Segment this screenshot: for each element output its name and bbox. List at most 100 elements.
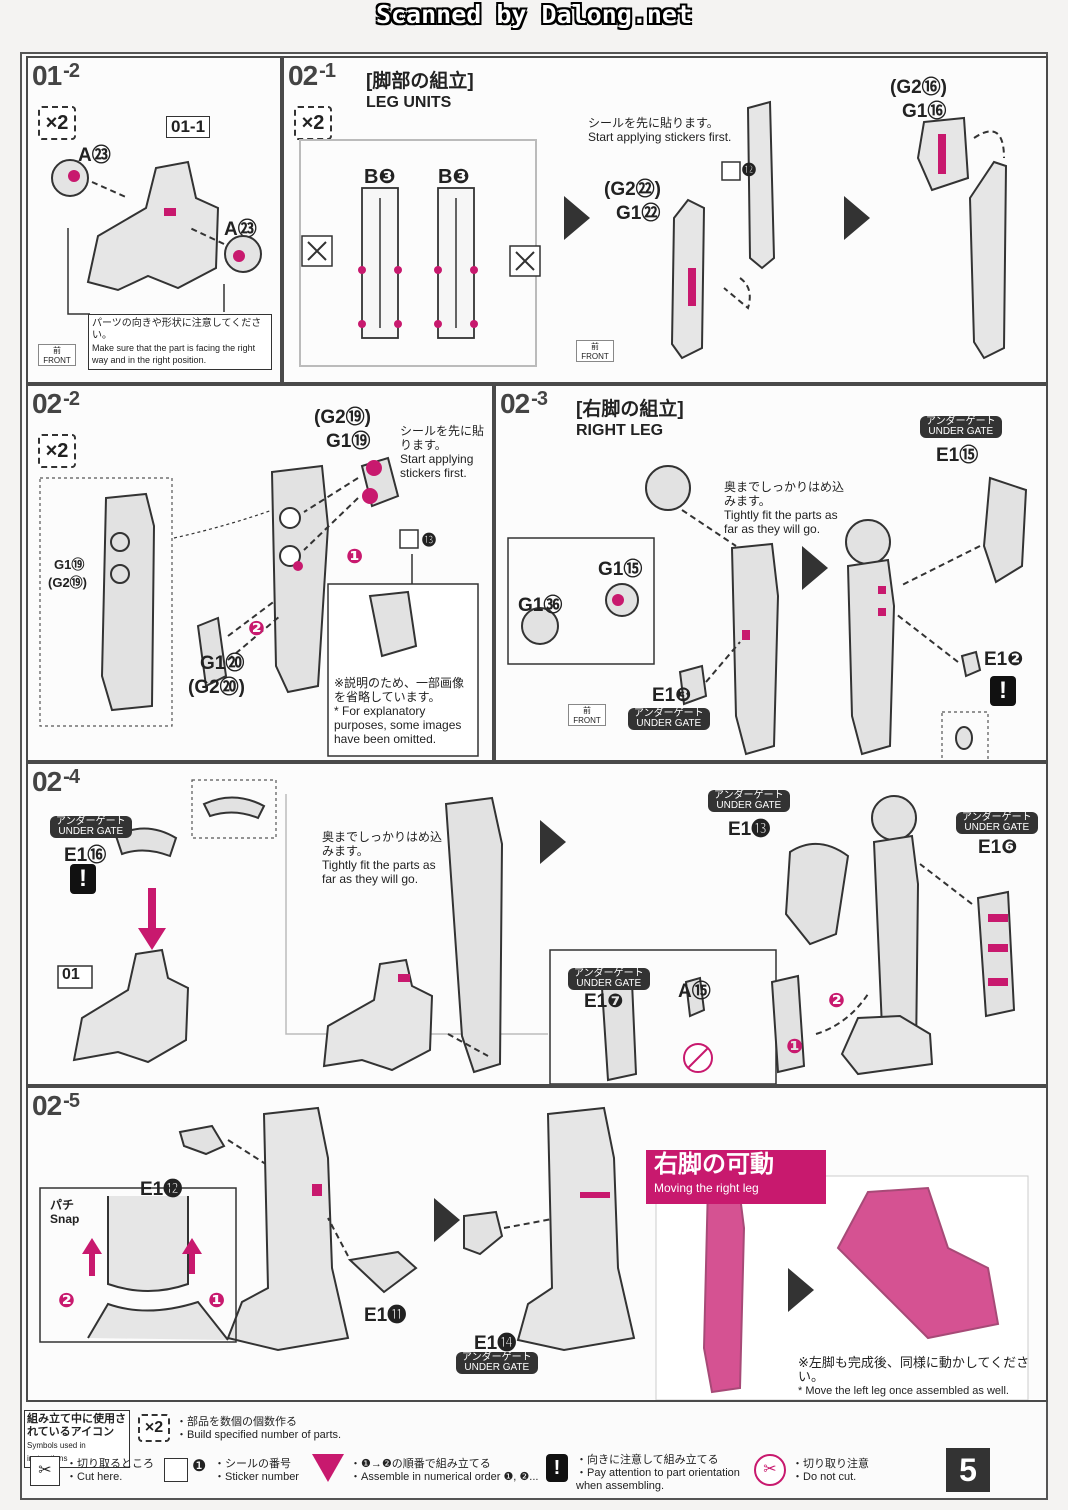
part-label-e1-14: E1⓮ [474, 1333, 517, 1354]
motion-arrow [788, 1268, 814, 1312]
step-number: 02-5 [32, 1090, 80, 1121]
order-1-badge: ❶ [208, 1290, 225, 1312]
next-arrow [540, 820, 566, 864]
legend-numerical-order: ・❶→❷の順番で組み立てる ・Assemble in numerical ord… [350, 1458, 538, 1484]
legend-text-en: ・Sticker number [214, 1471, 299, 1483]
legend-text-jp: ・❶→❷の順番で組み立てる [350, 1458, 491, 1470]
orientation-note: パーツの向きや形状に注意してください。 Make sure that the p… [88, 314, 272, 370]
omitted-note-en: * For explanatory purposes, some images … [334, 704, 462, 746]
moving-title-en: Moving the right leg [654, 1181, 759, 1195]
part-label-a15: A⑮ [678, 981, 711, 1002]
hip-part-drawing [51, 159, 262, 315]
right-leg-drawing [507, 465, 1028, 760]
part-label-g1-19: G1⑲ [326, 431, 371, 452]
gate-jp: アンダーゲート [926, 416, 996, 427]
step-title-en: RIGHT LEG [576, 422, 664, 439]
sticker-note-jp: シールを先に貼ります。 [588, 116, 719, 130]
part-label-e1-3: E1❸ [652, 685, 692, 706]
step-number: 02-1 [288, 60, 336, 91]
part-label-g2-20: (G2⑳) [188, 677, 246, 698]
orientation-note-jp: パーツの向きや形状に注意してください。 [92, 318, 262, 341]
front-en: FRONT [43, 356, 71, 365]
do-not-cut-legend-icon: ✂ [754, 1454, 786, 1486]
order-2-badge: ❷ [248, 618, 265, 640]
snap-en: Snap [50, 1212, 80, 1226]
part-label-g1-16: G1⑯ [902, 101, 947, 122]
tight-note-jp: 奥までしっかりはめ込みます。 [724, 480, 845, 508]
legend-cut-here: ・切り取るところ ・Cut here. [66, 1458, 154, 1484]
left-leg-note-en: * Move the left leg once assembled as we… [798, 1385, 1009, 1397]
omitted-images-note: ※説明のため、一部画像を省略しています。 * For explanatory p… [334, 676, 474, 746]
step-number: 02-3 [500, 388, 548, 419]
gate-jp: アンダーゲート [714, 790, 784, 801]
part-label-g2-16: (G2⑯) [890, 77, 948, 98]
legend-text-en: ・Assemble in numerical order ❶, ❷... [350, 1471, 539, 1483]
multiplier-badge: ×2 [38, 106, 76, 140]
legend-text-en: ・Build specified number of parts. [176, 1429, 342, 1441]
scan-banner: Scanned by Dalong.net [375, 0, 693, 29]
moving-title-jp: 右脚の可動 [654, 1151, 774, 1178]
snap-label: パチ Snap [50, 1198, 79, 1226]
legend-text-en: ・Do not cut. [792, 1471, 857, 1483]
gate-en: UNDER GATE [464, 1362, 530, 1373]
front-en: FRONT [573, 716, 601, 725]
part-label-e1-11: E1⓫ [364, 1305, 407, 1326]
gate-en: UNDER GATE [716, 800, 782, 811]
ref-step-01: 01 [62, 966, 80, 983]
warning-orientation-icon: ! [70, 864, 96, 894]
gate-jp: アンダーゲート [462, 1352, 532, 1363]
legend-text-jp: ・切り取り注意 [792, 1458, 869, 1470]
step-number: 02-4 [32, 766, 80, 797]
moving-leg-title: 右脚の可動 Moving the right leg [646, 1150, 826, 1204]
cut-legend-icon: ✂ [30, 1456, 60, 1486]
gate-jp: アンダーゲート [574, 968, 644, 979]
leg-frame-drawing [39, 456, 479, 757]
part-label-e1-6: E1❻ [978, 837, 1018, 858]
step-01-2-panel: 01-2 ×2 01-1 A㉓ A㉓ パーツの向きや形状に注意してください。 M… [26, 56, 282, 384]
front-jp: 前 [583, 706, 591, 715]
gate-en: UNDER GATE [928, 426, 994, 437]
sticker-legend-icon [164, 1458, 188, 1482]
legend-text-jp: ・切り取るところ [66, 1458, 154, 1470]
sticker-number-12: ⓬ [742, 162, 756, 178]
tight-note-jp: 奥までしっかりはめ込みます。 [322, 830, 443, 858]
runner-label-b3-right: B❸ [438, 166, 470, 188]
sticker-number-13: ⓭ [422, 532, 436, 548]
part-label-g1-15: G1⑮ [598, 559, 643, 580]
sticker-note-en: Start applying stickers first. [588, 130, 732, 144]
order-2-badge: ❷ [828, 990, 845, 1012]
sticker-first-note: シールを先に貼ります。 Start applying stickers firs… [588, 116, 768, 144]
ref-step-label: 01-1 [166, 116, 211, 138]
step-02-4-panel: 02-4 [26, 762, 1048, 1086]
legend-text-en: ・Cut here. [66, 1471, 123, 1483]
step-02-3-panel: 02-3 [右脚の組立] RIGHT LEG 奥までしっかりはめ込みます。 [494, 384, 1048, 762]
order-1-badge: ❶ [346, 546, 363, 568]
legend-text-jp: ・部品を数個の個数作る [176, 1416, 297, 1428]
order-legend-icon [312, 1454, 344, 1482]
legend-sticker-number-icon: ❶ [192, 1458, 207, 1475]
orientation-note-en: Make sure that the part is facing the ri… [92, 343, 256, 365]
runner-label-b3-left: B❸ [364, 166, 396, 188]
part-label-e1-12: E1⓬ [140, 1179, 183, 1200]
order-1-badge: ❶ [786, 1036, 803, 1058]
multiplier-legend-icon: ×2 [138, 1414, 170, 1442]
instruction-page: 01-2 ×2 01-1 A㉓ A㉓ パーツの向きや形状に注意してください。 M… [20, 52, 1048, 1500]
part-label-e1-13: E1⓭ [728, 819, 771, 840]
part-label-g2-19-small: (G2⑲) [48, 575, 88, 590]
front-jp: 前 [591, 342, 599, 351]
next-arrow [434, 1198, 460, 1242]
next-arrow [844, 196, 870, 240]
part-label-g2-19: (G2⑲) [314, 407, 372, 428]
gate-jp: アンダーゲート [56, 816, 126, 827]
order-2-badge: ❷ [58, 1290, 75, 1312]
part-label-e1-7: E1❼ [584, 991, 624, 1012]
step-number: 02-2 [32, 388, 80, 419]
